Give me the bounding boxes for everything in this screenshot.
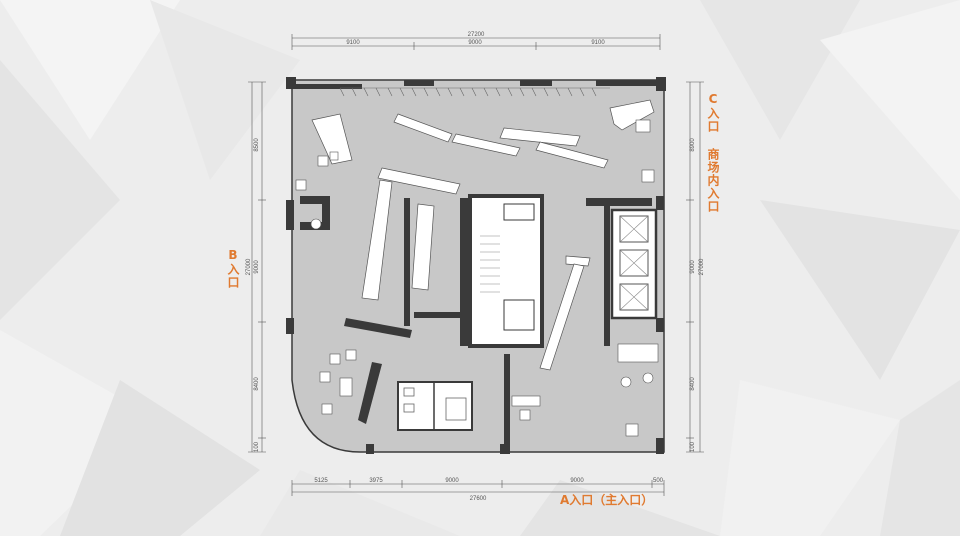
dim-bottom-seg-4: 9000 [570, 478, 584, 484]
dim-top-total: 27200 [468, 32, 485, 38]
entrance-b-label: B入口 [226, 248, 240, 289]
dim-bottom-total: 27600 [470, 496, 487, 502]
dim-bottom-seg-5: 500 [653, 478, 664, 484]
dim-top-seg-3: 9100 [591, 40, 605, 46]
furniture [295, 119, 659, 437]
dim-bottom-seg-2: 3975 [369, 478, 383, 484]
dimension-top [291, 34, 661, 50]
dim-bottom-seg-1: 5125 [314, 478, 328, 484]
dim-left-seg-2: 9000 [254, 260, 260, 274]
toilets [397, 381, 473, 431]
dim-right-seg-1: 8900 [690, 138, 696, 152]
dim-left-seg-3: 8400 [254, 377, 260, 391]
dim-left-total: 27000 [246, 258, 252, 275]
dim-right-seg-2: 9000 [690, 260, 696, 274]
dimension-left [248, 81, 266, 453]
display-fixtures [311, 99, 655, 371]
dim-right-seg-4: 100 [690, 441, 696, 452]
entrance-c-label: C入口 [706, 92, 720, 133]
core-stair [468, 194, 544, 348]
dimension-right [686, 81, 704, 453]
dimension-bottom [291, 480, 665, 496]
dim-left-seg-1: 8500 [254, 138, 260, 152]
dim-right-total: 27000 [699, 258, 705, 275]
entrance-a-label: A入口（主入口） [560, 493, 654, 507]
dim-left-seg-4: 100 [254, 441, 260, 452]
dim-top-seg-2: 9000 [468, 40, 482, 46]
entrance-mall-label: 商场内入口 [706, 148, 720, 213]
interior-walls [300, 196, 652, 450]
lift-shafts [610, 208, 658, 320]
dim-right-seg-3: 8400 [690, 377, 696, 391]
dim-bottom-seg-3: 9000 [445, 478, 459, 484]
dim-top-seg-1: 9100 [346, 40, 360, 46]
glazing [339, 87, 610, 97]
